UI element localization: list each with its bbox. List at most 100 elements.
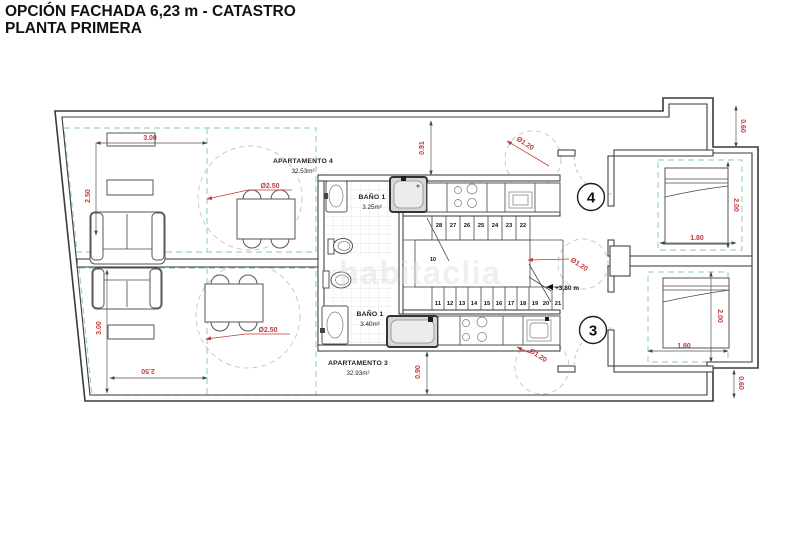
bath4-toilet [327,238,353,255]
dim-apt3-corridor: 0.90 [415,365,422,379]
svg-text:18: 18 [520,301,527,307]
outer-wall-face [54,97,759,402]
title-line-2: PLANTA PRIMERA [5,20,142,38]
bath3-toilet [322,270,352,289]
svg-text:21: 21 [555,301,562,307]
hall-turning-circle [557,238,609,290]
apt4-area-label: 32.53m² [291,168,314,175]
apt4-coffee-table [106,179,154,196]
apt3-kitchen-counter [437,315,561,346]
svg-text:27: 27 [450,223,456,229]
dim-apt3-dining-circle: Ø2.50 [258,327,277,334]
svg-text:16: 16 [496,301,503,307]
apt3-number-circle [578,315,608,345]
svg-text:26: 26 [464,223,471,229]
hall-bottom-wall-stub [557,365,576,373]
svg-text:22: 22 [520,223,526,229]
apt3-area-label: 32.93m² [346,370,369,377]
title-line-1: OPCIÓN FACHADA 6,23 m - CATASTRO [5,3,296,20]
apt3-kitchen-sink [526,317,552,342]
svg-text:28: 28 [436,223,443,229]
bath3-name-label: BAÑO 1 [357,309,384,318]
hall-bedroom4-wall-upper [607,155,615,207]
hall-top-wall [613,149,714,157]
stair-risers-upper [431,216,531,240]
watermark-text: habitaclia [339,254,501,291]
apt3-coffee-table [107,324,155,340]
apt4-oven [508,191,533,209]
drawing-title: OPCIÓN FACHADA 6,23 m - CATASTRO PLANTA … [5,3,296,38]
bath3-bathtub [386,315,439,348]
apt4-dining-set [236,189,296,249]
bath4-sink [324,180,348,213]
svg-text:13: 13 [459,301,466,307]
bath4-name-label: BAÑO 1 [359,192,386,201]
room-labels: APARTAMENTO 4 32.53m² BAÑO 1 3.25m² BAÑO… [273,158,388,377]
apt4-sofa [89,211,166,265]
apt4-corridor-turning-circle [504,130,562,188]
apt3-number-label: 3 [589,323,597,340]
apt4-cooktop [454,183,478,208]
svg-text:24: 24 [492,223,499,229]
apt4-bedroom-zone [657,159,743,251]
stair-step-numbers-upper: 28 27 26 25 24 23 22 [436,223,526,229]
apt4-kitchen-counter [426,182,561,213]
dim-apt3-living-depth: 3.00 [96,321,103,335]
bedroom-divider-wall [613,255,753,267]
bath4-bathtub [389,176,428,213]
svg-text:17: 17 [508,301,514,307]
unit-number-badges: 4 3 [576,182,608,345]
dim-bed4-width: 1.80 [690,235,704,242]
apt4-entry-door-swing [573,155,613,195]
svg-text:14: 14 [471,301,478,307]
level-arrow-icon [546,284,553,290]
stair-risers-lower [431,287,553,310]
bath3-fixtures [320,270,439,348]
dim-apt4-corridor: 0.91 [419,141,426,155]
apt4-bed [664,167,729,245]
hall-top-wall-stub [557,149,576,157]
dim-bed3-length: 2.00 [716,309,723,323]
inner-wall-face [61,103,753,396]
svg-text:12: 12 [447,301,453,307]
stair-winders [528,263,552,303]
apt4-dining-table [236,198,296,240]
dim-bed4-length: 2.00 [732,198,739,212]
svg-text:11: 11 [435,301,442,307]
apt3-furniture [91,267,264,340]
exterior-walls [54,97,759,402]
bath3-sink [320,305,349,345]
staircase: 28 27 26 25 24 23 22 11 12 13 14 15 16 1… [403,216,579,310]
apt3-bed [662,277,730,349]
apt3-dining-table [204,283,264,323]
dim-setback-bottom: 0.60 [737,376,744,390]
stair-cut-line [426,217,450,262]
apt3-cooktop [462,316,488,342]
svg-text:25: 25 [478,223,485,229]
apt3-sofa [91,267,163,310]
bath3-area-label: 3.40m² [360,321,380,328]
bath4-fixtures [324,176,428,255]
stair-step-numbers-lower: 11 12 13 14 15 16 17 18 19 20 21 [435,301,562,307]
apt3-name-label: APARTAMENTO 3 [328,360,388,367]
dim-bed3-width: 1.80 [677,343,691,350]
hall-bottom-wall [613,365,714,373]
stairwell-bottom-wall [400,309,561,315]
dim-turning-circle-mid: Ø1.20 [569,257,589,273]
structural-column [609,245,631,277]
stair-step-10-label: 10 [430,257,436,263]
dim-setback-top: 0.60 [739,119,746,133]
hall-bedroom3-wall-lower [607,329,615,367]
bath4-area-label: 3.25m² [362,204,382,211]
apt4-furniture [89,132,296,265]
stair-core [414,239,531,288]
apt4-living-zone [63,127,317,253]
bath-block-top-wall [317,174,561,182]
dim-turning-circle-top: Ø1.20 [515,136,535,152]
apt4-name-label: APARTAMENTO 4 [273,158,333,165]
apt4-kitchen [426,182,561,213]
dim-apt4-dining-circle: Ø2.50 [260,183,279,190]
dim-apt4-living-depth: 2.50 [85,189,92,203]
